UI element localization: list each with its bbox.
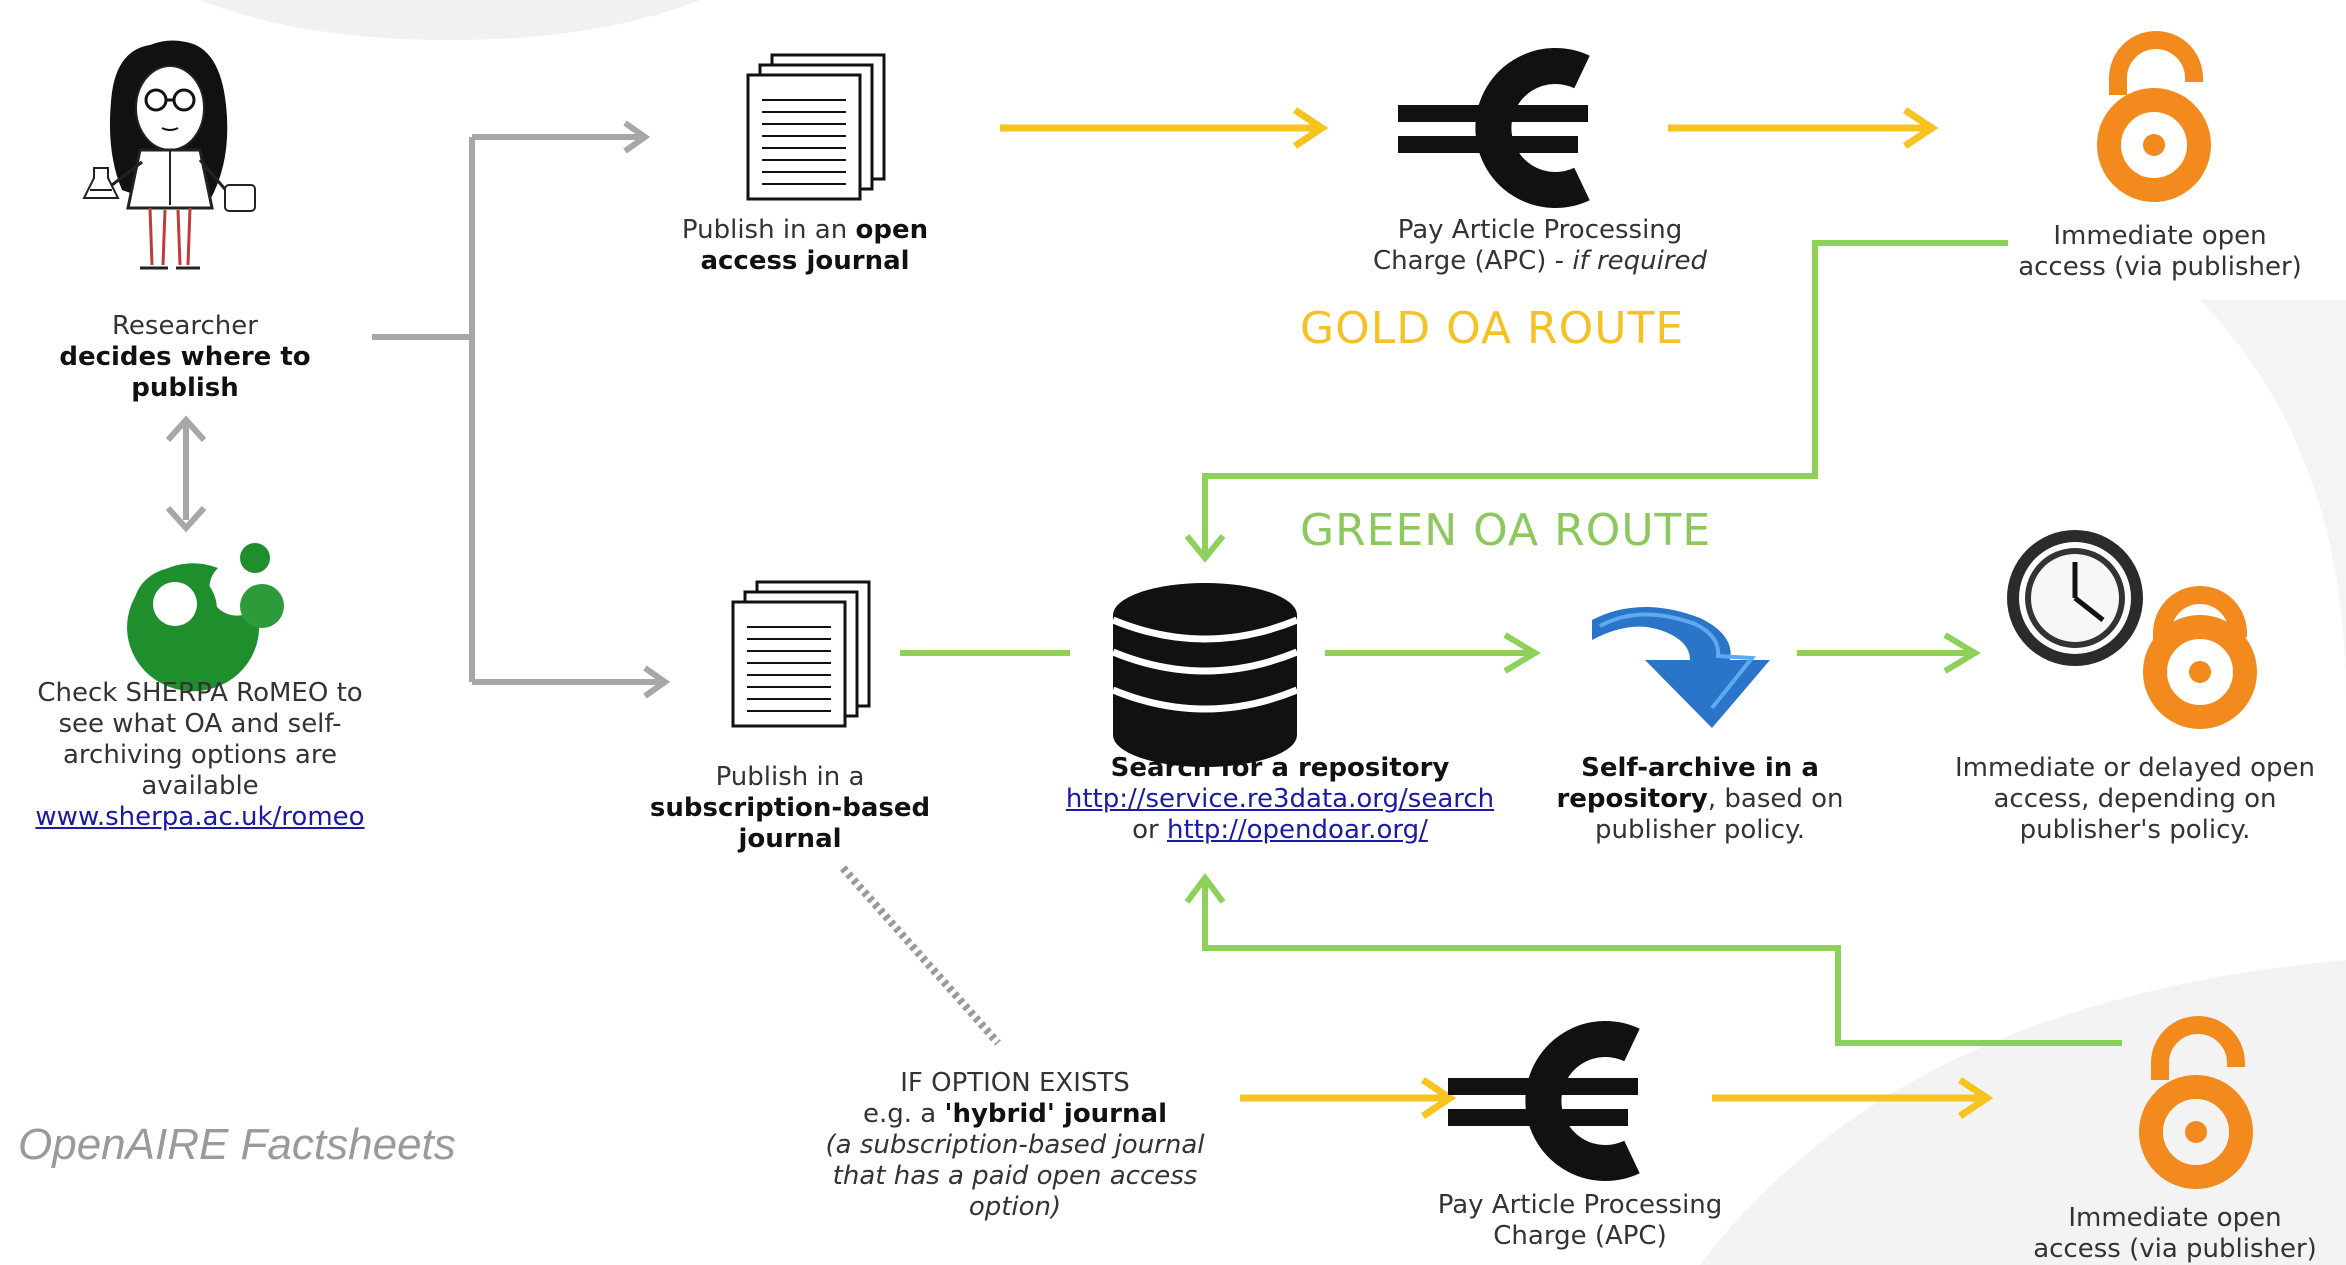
delayed-line2: access, depending on bbox=[1993, 784, 2277, 814]
hybrid-line3: (a subscription-based journal bbox=[790, 1130, 1240, 1161]
sherpa-link-row: www.sherpa.ac.uk/romeo bbox=[10, 802, 390, 833]
green-publish-line1: Publish in a bbox=[715, 762, 865, 792]
hybrid-line3-text: (a subscription-based journal bbox=[825, 1130, 1205, 1160]
hybrid-line1: IF OPTION EXISTS bbox=[900, 1068, 1130, 1098]
hybrid-oa-line1: Immediate open bbox=[2068, 1203, 2282, 1233]
researcher-caption: Researcher decides where to publish bbox=[40, 311, 330, 404]
clock-icon bbox=[2007, 530, 2143, 666]
re3data-link[interactable]: http://service.re3data.org/search bbox=[1065, 784, 1495, 814]
hybrid-line2: e.g. a 'hybrid' journal bbox=[790, 1099, 1240, 1130]
background-swoosh bbox=[2200, 300, 2346, 700]
archive-bold1: Self-archive in a bbox=[1581, 753, 1819, 783]
archive-line3: publisher policy. bbox=[1594, 815, 1805, 845]
gold-apc-line2: Charge (APC) - if required bbox=[1330, 246, 1750, 277]
researcher-line2: decides where to bbox=[40, 342, 330, 373]
document-stack-icon bbox=[731, 580, 871, 728]
sherpa-caption: Check SHERPA RoMEO to see what OA and se… bbox=[10, 678, 390, 833]
gold-apc-italic: if required bbox=[1572, 246, 1708, 276]
open-access-lock-icon bbox=[2139, 1016, 2253, 1189]
search-line2: http://service.re3data.org/search bbox=[1030, 784, 1530, 815]
sherpa-romeo-logo bbox=[127, 543, 284, 692]
open-access-lock-icon bbox=[2143, 586, 2257, 729]
database-icon bbox=[1111, 583, 1299, 767]
self-archive-caption: Self-archive in a repository, based on p… bbox=[1540, 753, 1860, 846]
hybrid-caption: IF OPTION EXISTS e.g. a 'hybrid' journal… bbox=[790, 1068, 1240, 1223]
archive-line2: repository, based on bbox=[1540, 784, 1860, 815]
green-publish-bold2: journal bbox=[738, 824, 842, 854]
gold-publish-line1: Publish in an open bbox=[640, 215, 970, 246]
background-swoosh bbox=[200, 0, 700, 40]
branch-connector bbox=[372, 120, 671, 699]
researcher-line2-text: decides where to bbox=[59, 342, 311, 372]
gold-publish-prefix: Publish in an bbox=[681, 215, 856, 245]
green-publish-caption: Publish in a subscription-based journal bbox=[620, 762, 960, 855]
delayed-oa-caption: Immediate or delayed open access, depend… bbox=[1930, 753, 2340, 846]
researcher-line1: Researcher bbox=[112, 311, 258, 341]
researcher-line3: publish bbox=[40, 373, 330, 404]
green-publish-bold1: subscription-based bbox=[649, 793, 931, 823]
green-route-label: GREEN OA ROUTE bbox=[1300, 505, 1712, 556]
euro-icon bbox=[1398, 48, 1590, 208]
sherpa-line4: available bbox=[141, 771, 259, 801]
gold-route-label: GOLD OA ROUTE bbox=[1300, 303, 1685, 354]
euro-icon bbox=[1448, 1021, 1640, 1181]
researcher-line3-text: publish bbox=[131, 373, 239, 403]
hybrid-oa-line2: access (via publisher) bbox=[2033, 1234, 2317, 1264]
gold-apc-line1: Pay Article Processing bbox=[1397, 215, 1683, 245]
opendoar-link[interactable]: http://opendoar.org/ bbox=[1167, 815, 1428, 845]
green-publish-line3: journal bbox=[620, 824, 960, 855]
search-line3: or http://opendoar.org/ bbox=[1030, 815, 1530, 846]
archive-line1: Self-archive in a bbox=[1540, 753, 1860, 784]
watermark: OpenAIRE Factsheets bbox=[18, 1120, 456, 1169]
archive-bold2: repository bbox=[1556, 784, 1708, 814]
hybrid-apc-line2: Charge (APC) bbox=[1493, 1221, 1667, 1251]
sherpa-link[interactable]: www.sherpa.ac.uk/romeo bbox=[35, 802, 365, 832]
gold-apc-prefix: Charge (APC) - bbox=[1372, 246, 1573, 276]
hybrid-line2-prefix: e.g. a bbox=[863, 1099, 945, 1129]
hybrid-line4: that has a paid open access bbox=[790, 1161, 1240, 1192]
gold-publish-caption: Publish in an open access journal bbox=[640, 215, 970, 277]
sherpa-line1: Check SHERPA RoMEO to bbox=[37, 678, 363, 708]
gold-publish-line2: access journal bbox=[640, 246, 970, 277]
gold-publish-bold2: access journal bbox=[700, 246, 910, 276]
gold-oa-line1: Immediate open bbox=[2053, 221, 2267, 251]
search-bold: Search for a repository bbox=[1110, 753, 1450, 783]
archive-rest: , based on bbox=[1707, 784, 1844, 814]
hybrid-oa-caption: Immediate open access (via publisher) bbox=[2010, 1203, 2340, 1265]
hybrid-line4-text: that has a paid open access bbox=[832, 1161, 1198, 1191]
delayed-line1: Immediate or delayed open bbox=[1955, 753, 2315, 783]
hybrid-line2-bold: 'hybrid' journal bbox=[944, 1099, 1167, 1129]
search-line1: Search for a repository bbox=[1030, 753, 1530, 784]
gold-arrow bbox=[1000, 107, 1939, 149]
researcher-icon bbox=[82, 40, 256, 270]
download-arrow-icon bbox=[1592, 606, 1770, 728]
double-arrow bbox=[165, 415, 207, 533]
hybrid-apc-line1: Pay Article Processing bbox=[1437, 1190, 1723, 1220]
gold-oa-line2: access (via publisher) bbox=[2018, 252, 2302, 282]
sherpa-line2: see what OA and self- bbox=[58, 709, 342, 739]
gold-apc-caption: Pay Article Processing Charge (APC) - if… bbox=[1330, 215, 1750, 277]
hybrid-apc-caption: Pay Article Processing Charge (APC) bbox=[1380, 1190, 1780, 1252]
search-caption: Search for a repository http://service.r… bbox=[1030, 753, 1530, 846]
document-stack-icon bbox=[746, 53, 886, 201]
delayed-line3: publisher's policy. bbox=[2019, 815, 2251, 845]
open-access-lock-icon bbox=[2097, 31, 2211, 202]
green-route-line bbox=[900, 240, 2122, 1046]
gold-oa-caption: Immediate open access (via publisher) bbox=[1990, 221, 2330, 283]
hybrid-line5-text: option) bbox=[968, 1192, 1062, 1222]
hybrid-dotted-connector bbox=[840, 865, 1001, 1046]
green-publish-line2: subscription-based bbox=[620, 793, 960, 824]
hybrid-line5: option) bbox=[790, 1192, 1240, 1223]
sherpa-line3: archiving options are bbox=[63, 740, 337, 770]
search-or: or bbox=[1132, 815, 1167, 845]
gold-arrow bbox=[1240, 1077, 1994, 1119]
gold-publish-bold1: open bbox=[855, 215, 929, 245]
